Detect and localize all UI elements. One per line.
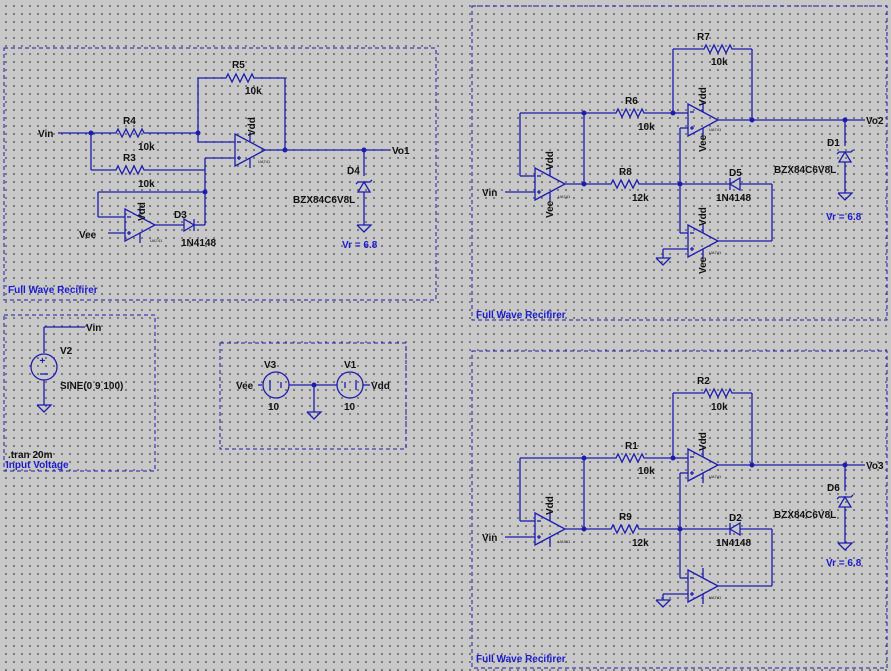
circuit-3 [505,388,865,608]
circuit-1 [58,73,390,244]
panel-input [3,314,156,472]
panel-supply [219,342,407,450]
supply-sources [258,371,370,420]
circuit-2 [505,44,865,266]
panel-fwr1 [3,47,437,301]
input-source: + [30,326,85,413]
svg-text:+: + [40,356,46,367]
panel-fwr3 [471,350,888,669]
